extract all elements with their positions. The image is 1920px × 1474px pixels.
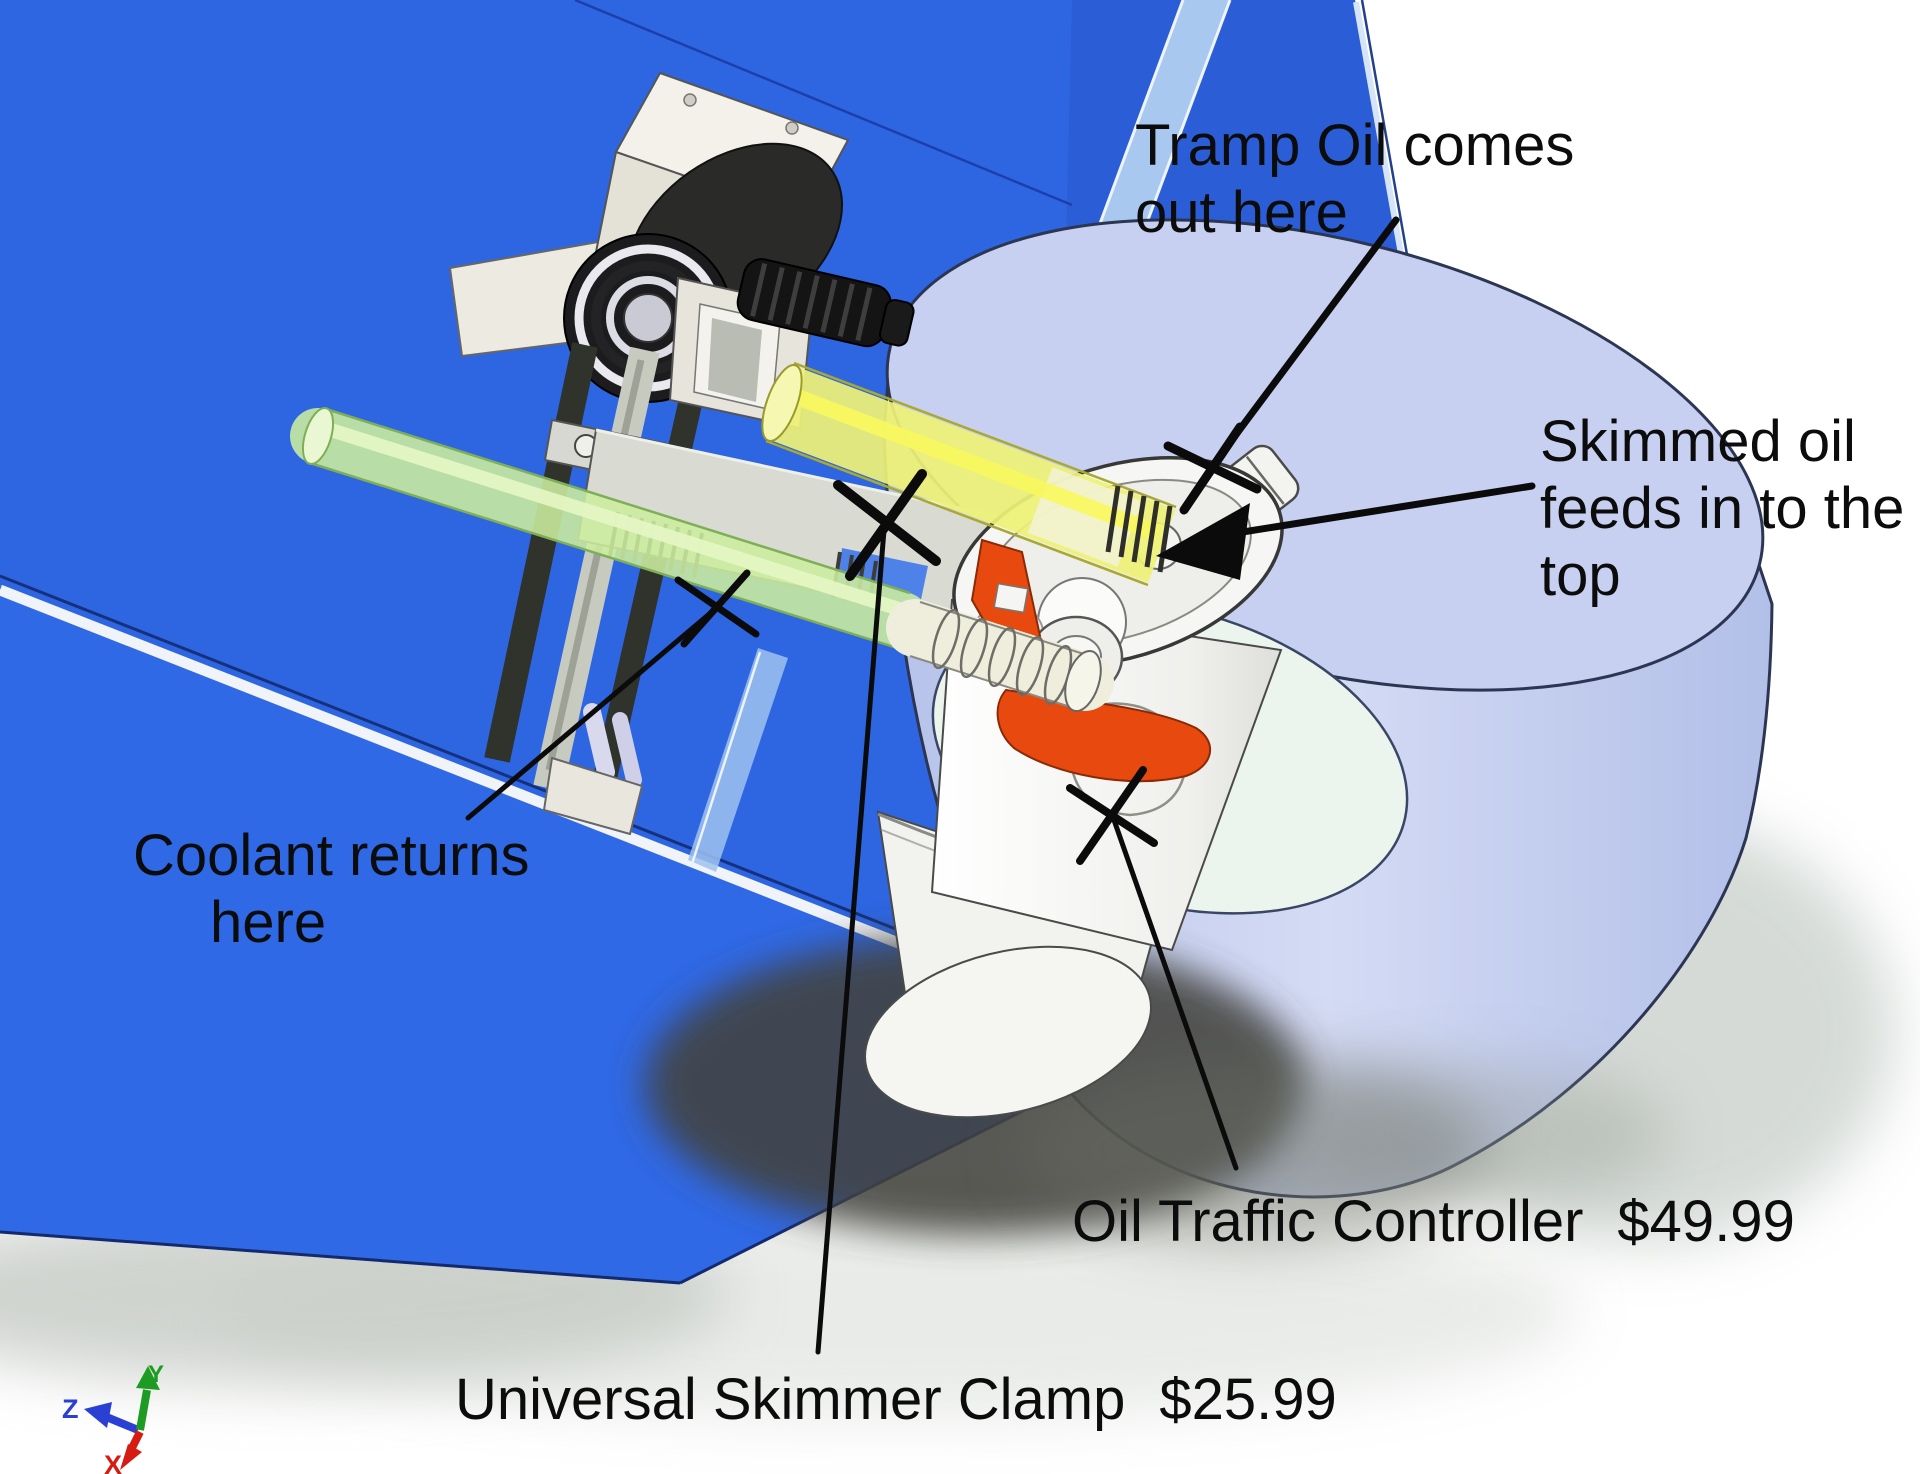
inner-rim-highlight: [690, 651, 762, 865]
skimmed-oil-arrowhead: [1156, 503, 1250, 580]
tank-bottom-edge: [0, 1230, 681, 1285]
coolant-return-tube: [290, 407, 930, 649]
coolant-x-marker: [674, 569, 760, 648]
z-axis-arrowhead: [84, 1402, 112, 1428]
coolant-return-label-line1: Coolant returns: [133, 823, 530, 888]
y-axis-label: Y: [148, 1361, 164, 1388]
axis-triad-icon: Z Y X: [62, 1361, 164, 1474]
tube-end-cap: [761, 364, 803, 442]
controller-x-marker: [1066, 766, 1158, 865]
oil-traffic-controller-price: $49.99: [1617, 1189, 1795, 1254]
z-axis-label: Z: [62, 1394, 79, 1424]
oil-traffic-controller-name: Oil Traffic Controller: [1072, 1189, 1584, 1254]
orange-lower-bracket: [996, 688, 1212, 783]
tramp-oil-label: Tramp Oil comes out here: [1135, 112, 1574, 246]
skimmed-oil-tube: [761, 361, 1177, 587]
universal-skimmer-clamp-name: Universal Skimmer Clamp: [455, 1367, 1126, 1432]
skimmed-oil-label: Skimmed oil feeds in to the top: [1540, 408, 1904, 609]
lower-guide-rod: [612, 712, 642, 788]
coolant-leader-line: [465, 607, 717, 821]
controller-leader-line: [1111, 817, 1239, 1171]
skimmed-oil-label-line1: Skimmed oil: [1540, 409, 1856, 474]
clamp-leader-line: [815, 527, 887, 1355]
coolant-return-label: Coolant returns here: [133, 822, 530, 956]
clamp-plate-edge: [595, 428, 1007, 520]
tramp-oil-label-line1: Tramp Oil comes: [1135, 113, 1575, 178]
fin-window: [993, 582, 1029, 614]
housing-screw-hole: [683, 93, 697, 107]
belt-left-strand: [484, 342, 598, 763]
controller-cup-bottom: [864, 945, 1152, 1119]
coolant-return-hose-barb: [886, 599, 1114, 713]
x-axis-arrowhead: [120, 1444, 142, 1470]
lower-guide-rod: [583, 703, 615, 781]
oil-traffic-controller-label: Oil Traffic Controller $49.99: [1072, 1188, 1795, 1255]
tramp-oil-x-marker: [1163, 422, 1262, 515]
frame-slot: [545, 359, 645, 771]
tank-crease-line: [574, 0, 1073, 207]
clamp-knob: [736, 258, 915, 348]
universal-skimmer-clamp-price: $25.99: [1159, 1367, 1337, 1432]
tramp-oil-label-line2: out here: [1135, 180, 1348, 245]
threaded-inlet-collar: [1105, 485, 1173, 573]
hose-end-cap: [1064, 649, 1102, 713]
housing-screw-hole: [785, 121, 799, 135]
x-axis-label: X: [104, 1450, 122, 1474]
tube-end-cap: [301, 407, 335, 465]
universal-skimmer-clamp-label: Universal Skimmer Clamp $25.99: [455, 1366, 1337, 1433]
inner-rim-band: [688, 648, 788, 872]
coolant-return-label-line2: here: [210, 890, 327, 955]
clamp-x-marker: [833, 469, 941, 581]
tramp-oil-leader-line: [1213, 216, 1400, 464]
annotation-marks: [465, 216, 1536, 1355]
lower-tensioner-block: [542, 756, 644, 836]
y-axis-arrowhead: [136, 1366, 160, 1390]
skimmed-oil-label-line2: feeds in to the: [1540, 476, 1905, 541]
skimmed-oil-leader-line: [1201, 482, 1536, 542]
skimmed-oil-label-line3: top: [1540, 543, 1621, 608]
clamp-cup-slot: [708, 318, 762, 402]
